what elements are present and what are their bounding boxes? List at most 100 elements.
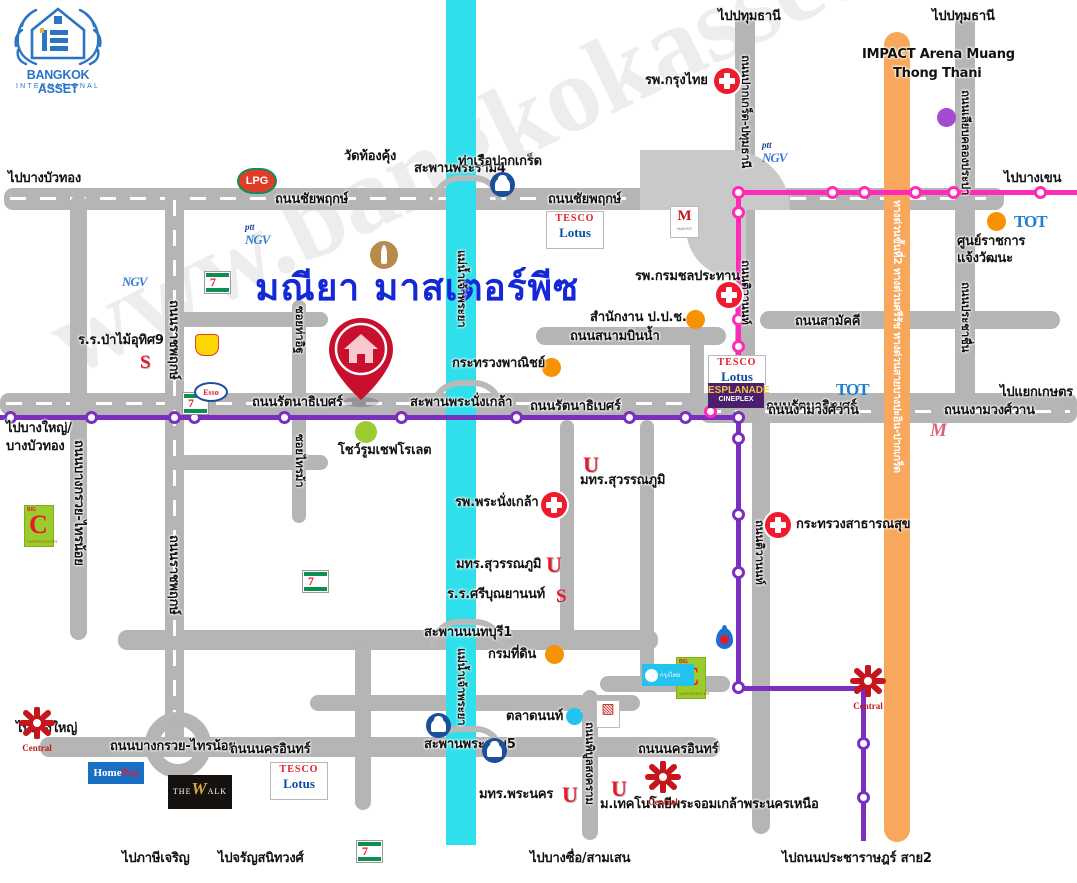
poi-rpw-phranangklao[interactable] <box>541 492 567 518</box>
mrt-station[interactable] <box>732 313 745 326</box>
label-moph: กระทรวงสาธารณสุข <box>796 517 911 532</box>
poi-rmutsb-2[interactable]: U <box>546 552 562 577</box>
mrt-station[interactable] <box>1034 186 1047 199</box>
logo-tot[interactable]: TOT <box>836 380 870 399</box>
poi-rpw-chonprathan[interactable] <box>716 282 742 308</box>
poi-school-paimai[interactable]: S <box>140 352 151 373</box>
poi-chevrolet[interactable] <box>355 421 377 443</box>
seven-eleven-icon <box>304 572 327 591</box>
logo-ktb[interactable]: กรุงไทย <box>642 664 694 686</box>
logo-central[interactable]: Central <box>14 707 60 753</box>
logo-lpg[interactable]: LPG <box>237 168 277 194</box>
poi-wat-thongkhung[interactable] <box>370 241 398 269</box>
chao-phraya-river <box>446 0 476 845</box>
mrt-station[interactable] <box>857 737 870 750</box>
mrt-station[interactable] <box>510 411 523 424</box>
mrt-station[interactable] <box>168 411 181 424</box>
mrt-station[interactable] <box>679 411 692 424</box>
logo-ngv-2[interactable]: NGV <box>122 274 147 289</box>
project-location-pin[interactable] <box>325 316 397 408</box>
poi-land-dept[interactable] <box>545 645 564 664</box>
poi-rmutsb-1[interactable]: U <box>583 452 599 477</box>
logo-7eleven[interactable]: 7 ELEVEN <box>302 570 329 593</box>
mrt-station[interactable] <box>4 411 17 424</box>
ptt-text: ptt <box>245 222 255 232</box>
poi-school-sriboon[interactable]: S <box>556 586 567 607</box>
poi-gov-complex[interactable] <box>987 212 1006 231</box>
logo-gov-office[interactable]: ▧ <box>596 700 620 728</box>
road-label-rattanathibet-3: ถนนรัตนาธิเบศร์ <box>766 399 857 414</box>
logo-tesco-lotus[interactable]: TESCO Lotus <box>708 355 766 385</box>
road-label-ngamwongwan-2: ถนนงามวงศ์วาน <box>944 403 1035 418</box>
poi-rmutp[interactable]: U <box>562 782 578 807</box>
poi-pier-pakkret[interactable] <box>490 172 515 197</box>
mrt-station[interactable] <box>732 206 745 219</box>
mrt-station[interactable] <box>909 186 922 199</box>
logo-bigc[interactable]: BIG C SUPERCENTER <box>24 505 57 547</box>
logo-tot[interactable]: TOT <box>1014 212 1048 231</box>
seven-eleven-number: 7 <box>188 396 194 410</box>
logo-central[interactable]: Central <box>845 665 891 711</box>
mrt-station[interactable] <box>732 508 745 521</box>
hospital-cross-icon <box>765 512 791 538</box>
direction-pathumthani-2: ไปปทุมธานี <box>932 9 995 24</box>
logo-tesco-lotus[interactable]: TESCO Lotus <box>270 762 328 800</box>
mrt-station[interactable] <box>857 791 870 804</box>
mrt-station[interactable] <box>947 186 960 199</box>
thewalk-alk-text: ALK <box>207 787 228 796</box>
mrt-station[interactable] <box>732 411 745 424</box>
poi-pier-left[interactable] <box>426 713 451 738</box>
mrt-station[interactable] <box>732 566 745 579</box>
seven-eleven-sub: ELEVEN <box>207 289 215 291</box>
logo-gas-station[interactable] <box>716 625 733 649</box>
poi-talat-non[interactable] <box>566 708 583 725</box>
mrt-station[interactable] <box>732 432 745 445</box>
seven-eleven-icon <box>206 273 229 292</box>
poi-rpw-krungthai[interactable] <box>714 68 740 94</box>
mrt-station[interactable] <box>623 411 636 424</box>
mrt-station[interactable] <box>85 411 98 424</box>
logo-esso[interactable]: Esso <box>194 382 228 402</box>
hospital-cross-icon <box>714 68 740 94</box>
logo-themall[interactable]: M <box>930 420 947 441</box>
mrt-station[interactable] <box>732 681 745 694</box>
poi-pier-right[interactable] <box>482 738 507 763</box>
road-snambinnam <box>536 327 726 345</box>
poi-kmutnb[interactable]: U <box>611 776 627 801</box>
logo-shell[interactable] <box>195 334 219 356</box>
poi-moph[interactable] <box>765 512 791 538</box>
logo-thewalk[interactable]: THEWALK <box>168 775 232 809</box>
mrt-station[interactable] <box>395 411 408 424</box>
tesco-text: TESCO <box>555 213 595 224</box>
expressway <box>884 32 910 842</box>
mrt-station[interactable] <box>278 411 291 424</box>
poi-impact-arena[interactable] <box>937 108 956 127</box>
poi-moc[interactable] <box>542 358 561 377</box>
bridge-label-rama4: สะพานพระราม4 <box>414 161 506 176</box>
direction-bangbuathong: ไปบางบัวทอง <box>8 171 81 186</box>
bridge-label-phra-nangklao: สะพานพระนั่งเกล้า <box>410 395 513 410</box>
road-label-ratchaphruek-n: ถนนราชพฤกษ์ <box>166 300 181 380</box>
logo-7eleven[interactable]: 7 ELEVEN <box>356 840 383 863</box>
logo-esplanade[interactable]: ESPLANADE CINEPLEX <box>708 383 770 408</box>
road-centerline <box>6 402 1066 405</box>
logo-central[interactable]: Central <box>640 761 686 807</box>
poi-nacc[interactable] <box>686 310 705 329</box>
mrt-station[interactable] <box>858 186 871 199</box>
logo-ptt-ngv-3[interactable]: ptt NGV <box>762 133 787 166</box>
seven-eleven-number: 7 <box>362 844 368 858</box>
mrt-station[interactable] <box>732 340 745 353</box>
logo-7eleven[interactable]: 7 ELEVEN <box>204 271 231 294</box>
logo-ptt-ngv-1[interactable]: ptt NGV <box>245 215 270 248</box>
logo-homepro[interactable]: HomePro <box>88 762 144 784</box>
mrt-station[interactable] <box>732 186 745 199</box>
road-label-ngamwongwan-1: ถนนงามวงศ์วาน <box>768 403 859 418</box>
logo-tesco-lotus[interactable]: TESCO Lotus <box>546 211 604 249</box>
logo-makro[interactable]: M MAKRO <box>670 206 699 238</box>
label-land-dept: กรมที่ดิน <box>488 647 537 662</box>
central-star-icon <box>850 665 886 697</box>
label-kmutnb: ม.เทคโนโลยีพระจอมเกล้าพระนครเหนือ <box>600 797 819 812</box>
bigc-sub-text: SUPERCENTER <box>679 691 710 696</box>
road-label-soi-thait: ซอยท่าอิฐ <box>293 306 307 354</box>
mrt-station[interactable] <box>826 186 839 199</box>
